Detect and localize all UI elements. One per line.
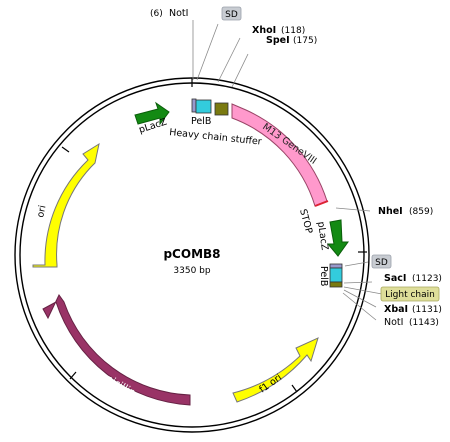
feature-m13-geneviii[interactable]: M13 GeneVIII	[231, 103, 328, 207]
scale-ticks	[61, 78, 367, 393]
site-name: NotI	[169, 8, 188, 19]
feature-label: ori	[35, 204, 48, 218]
site-name: NheI	[378, 206, 403, 217]
site-name: SD	[225, 10, 238, 20]
feature-placzr-top[interactable]: pLacZ	[134, 101, 170, 136]
badge-sd-top[interactable]: SD	[221, 6, 242, 21]
feature-label: STOP	[297, 208, 314, 235]
site-xbai[interactable]: XbaI (1131)	[384, 304, 442, 315]
feature-ori[interactable]: ori	[32, 142, 100, 268]
site-noti-top[interactable]: (6) NotI	[150, 8, 188, 19]
feature-label: PelB	[191, 116, 211, 127]
site-noti-right[interactable]: NotI (1143)	[384, 317, 439, 328]
site-position: (1123)	[412, 274, 442, 284]
plasmid-name: pCOMB8	[163, 247, 220, 261]
feature-f1-ori[interactable]: f1 ori	[232, 337, 319, 403]
site-name: SpeI	[266, 35, 290, 46]
site-saci[interactable]: SacI (1123)	[384, 273, 442, 284]
feature-label: f1 ori	[257, 372, 284, 395]
feature-pelb-right[interactable]: PelB	[318, 263, 343, 288]
site-name: Light chain	[385, 290, 435, 300]
site-name: SacI	[384, 273, 406, 284]
badge-light-chain[interactable]: Light chain	[380, 286, 440, 302]
plasmid-length: 3350 bp	[173, 266, 210, 276]
feature-ampicillin[interactable]: Ampicillin	[42, 294, 191, 406]
site-position: (1143)	[409, 318, 439, 328]
feature-label: PelB	[318, 266, 329, 286]
badge-sd-right[interactable]: SD	[371, 254, 392, 269]
site-nhei[interactable]: NheI (859)	[378, 206, 433, 217]
site-position: (6)	[150, 9, 163, 19]
feature-label: M13 GeneVIII	[260, 121, 318, 166]
feature-placz-right[interactable]: pLacZ	[315, 219, 349, 257]
site-xhoi[interactable]: XhoI (118)	[252, 25, 305, 36]
site-name: NotI	[384, 317, 403, 328]
site-position: (1131)	[412, 305, 442, 315]
feature-label: pLacZ	[315, 221, 330, 252]
site-leaders	[192, 20, 383, 321]
site-position: (118)	[281, 26, 305, 36]
plac-arrow-top	[134, 101, 170, 126]
plac-arrow-right	[326, 219, 349, 257]
feature-label: Heavy chain stuffer	[169, 127, 263, 148]
site-name: XhoI	[252, 25, 276, 36]
feature-pelb-top[interactable]: PelB	[191, 98, 211, 127]
site-position: (859)	[409, 207, 433, 217]
site-position: (175)	[293, 36, 317, 46]
site-spei[interactable]: SpeI (175)	[266, 35, 317, 46]
site-name: XbaI	[384, 304, 408, 315]
site-name: SD	[375, 258, 388, 268]
